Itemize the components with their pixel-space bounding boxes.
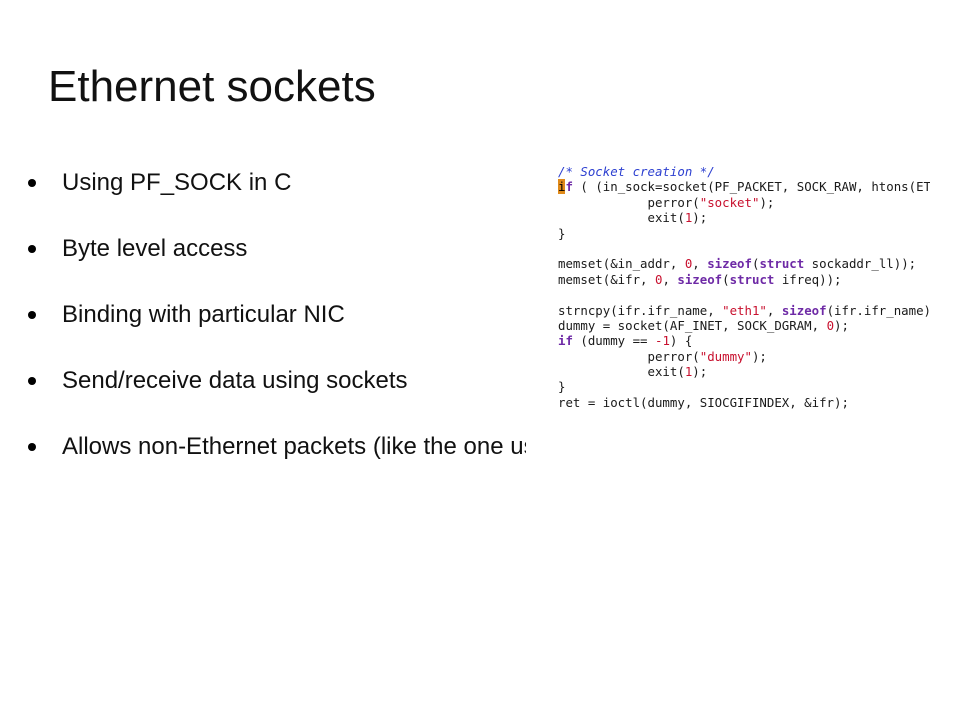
bullet-item: Binding with particular NIC [28, 282, 898, 348]
code-token: memset(&in_addr, [558, 256, 685, 272]
code-token: ); [759, 194, 775, 210]
code-token: /* Socket creation */ [558, 164, 715, 179]
code-line [558, 241, 930, 256]
bullet-text: Using PF_SOCK in C [62, 169, 292, 196]
code-line: dummy = socket(AF_INET, SOCK_DGRAM, 0); [558, 318, 930, 333]
code-token: ( [722, 271, 730, 287]
code-token: ); [751, 348, 767, 364]
code-token: struct [759, 256, 805, 272]
code-token: "dummy" [699, 348, 752, 364]
code-line: exit(1); [558, 364, 930, 379]
code-line: ret = ioctl(dummy, SIOCGIFINDEX, &ifr); [558, 395, 930, 410]
code-token: , [662, 271, 678, 287]
code-line: perror("dummy"); [558, 349, 930, 364]
code-token: 0 [654, 271, 663, 287]
code-line: if ( (in_sock=socket(PF_PACKET, SOCK_RAW… [558, 179, 930, 195]
code-token: ( (in_sock=socket(PF_PACKET, SOCK_RAW, h… [580, 179, 930, 195]
code-token: sizeof [707, 256, 752, 272]
code-screenshot: /* Socket creation */if ( (in_sock=socke… [526, 160, 930, 470]
code-token: "socket" [699, 194, 760, 210]
code-line: strncpy(ifr.ifr_name, "eth1", sizeof(ifr… [558, 303, 930, 318]
code-token: ) { [669, 333, 693, 349]
code-token: , [692, 256, 708, 272]
code-line: } [558, 226, 930, 241]
code-token: 1 [684, 364, 693, 380]
code-line: } [558, 379, 930, 394]
bullet-item: Using PF_SOCK in C [28, 150, 898, 216]
code-token: ( [751, 256, 760, 272]
code-line: memset(&ifr, 0, sizeof(struct ifreq)); [558, 272, 930, 287]
code-line: exit(1); [558, 210, 930, 225]
code-token: sockaddr_ll)); [804, 256, 917, 272]
code-token: -1 [654, 333, 670, 349]
bullet-dot-icon [28, 179, 36, 187]
bullet-dot-icon [28, 377, 36, 385]
code-line [558, 287, 930, 302]
code-token: dummy = socket(AF_INET, SOCK_DGRAM, [558, 317, 827, 333]
code-token: struct [729, 271, 775, 287]
code-token: i [558, 179, 566, 195]
code-token: 0 [684, 256, 693, 272]
bullet-text: Binding with particular NIC [62, 301, 345, 328]
code-token: sizeof [677, 271, 723, 287]
code-token: exit( [558, 210, 685, 226]
code-token: sizeof [781, 302, 827, 318]
code-token: memset(&ifr, [558, 271, 655, 287]
code-token: exit( [558, 364, 685, 380]
bullet-dot-icon [28, 311, 36, 319]
code-token: if [558, 333, 573, 349]
code-block: /* Socket creation */if ( (in_sock=socke… [526, 160, 930, 410]
code-line: memset(&in_addr, 0, sizeof(struct sockad… [558, 256, 930, 271]
slide-title: Ethernet sockets [48, 62, 376, 111]
code-token: f [565, 179, 573, 195]
bullet-item: Send/receive data using sockets [28, 348, 898, 414]
bullet-text: Byte level access [62, 235, 248, 262]
code-token: ); [834, 317, 849, 333]
bullet-text: Send/receive data using sockets [62, 367, 408, 394]
code-token: ifreq)); [774, 271, 842, 287]
code-token: , [766, 302, 782, 318]
code-token: } [558, 379, 566, 395]
bullet-dot-icon [28, 245, 36, 253]
code-token: ); [692, 210, 708, 226]
code-token: "eth1" [722, 302, 767, 318]
code-token: 1 [684, 210, 693, 226]
code-line: /* Socket creation */ [558, 164, 930, 179]
code-line: if (dummy == -1) { [558, 333, 930, 348]
code-token: perror( [558, 194, 700, 210]
code-token: ); [692, 364, 708, 380]
bullet-item: Byte level access [28, 216, 898, 282]
code-token: (dummy == [572, 333, 655, 349]
code-token: (ifr.ifr_name)); [826, 302, 930, 318]
code-line: perror("socket"); [558, 195, 930, 210]
code-token: ret = ioctl(dummy, SIOCGIFINDEX, &ifr); [558, 394, 849, 410]
code-token: 0 [826, 317, 835, 333]
code-token: } [558, 225, 566, 241]
code-token: strncpy(ifr.ifr_name, [558, 302, 723, 318]
bullet-dot-icon [28, 443, 36, 451]
code-token: perror( [558, 348, 700, 364]
